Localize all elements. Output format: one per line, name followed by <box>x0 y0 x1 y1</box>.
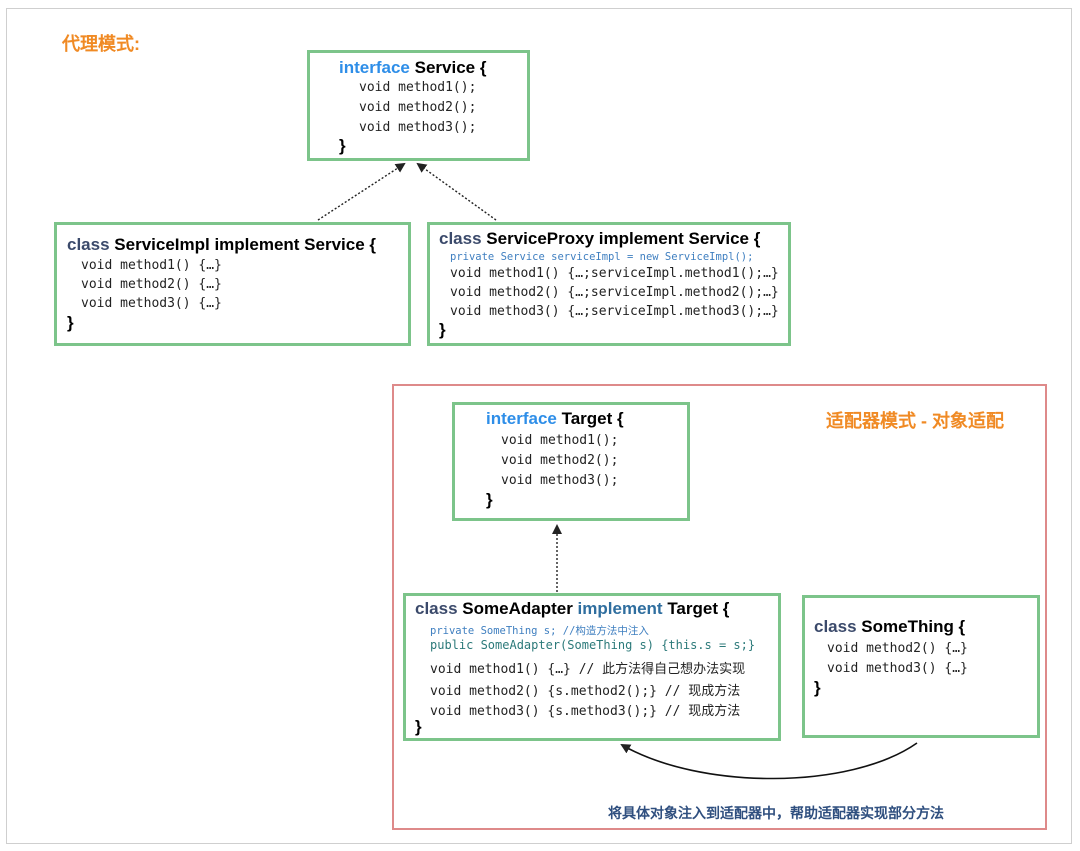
some-thing-method2: void method2() {…} <box>827 641 968 656</box>
class-keyword: class <box>814 617 857 636</box>
impl-to-service-arrow <box>317 162 406 221</box>
service-interface-close-brace: } <box>339 136 346 155</box>
some-thing-method3: void method3() {…} <box>827 661 968 676</box>
service-impl-close-brace: } <box>67 313 74 332</box>
some-adapter-close-brace: } <box>415 717 422 736</box>
service-impl-method2: void method2() {…} <box>81 277 222 292</box>
service-impl-name: ServiceImpl implement Service { <box>114 235 377 254</box>
injection-arrow <box>620 742 918 780</box>
service-interface-method1: void method1(); <box>359 80 477 95</box>
some-adapter-constructor: public SomeAdapter(SomeThing s) {this.s … <box>430 638 756 652</box>
service-proxy-method3: void method3() {…;serviceImpl.method3();… <box>450 304 779 319</box>
service-proxy-field: private Service serviceImpl = new Servic… <box>450 251 754 263</box>
service-impl-header: class ServiceImpl implement Service { <box>67 235 376 255</box>
some-adapter-name: SomeAdapter <box>462 599 573 618</box>
service-impl-box: class ServiceImpl implement Service { vo… <box>54 222 411 346</box>
some-adapter-method2: void method2() {s.method2();} // 现成方法 <box>430 684 741 699</box>
implement-keyword: implement <box>577 599 663 618</box>
service-interface-method3: void method3(); <box>359 120 477 135</box>
some-adapter-field: private SomeThing s; //构造方法中注入 <box>430 625 649 637</box>
service-proxy-method1: void method1() {…;serviceImpl.method1();… <box>450 266 779 281</box>
class-keyword: class <box>415 599 458 618</box>
target-interface-header: interface Target { <box>486 409 624 429</box>
service-proxy-method2: void method2() {…;serviceImpl.method2();… <box>450 285 779 300</box>
target-interface-close-brace: } <box>486 490 493 509</box>
class-keyword: class <box>67 235 110 254</box>
target-interface-method1: void method1(); <box>501 433 619 448</box>
service-proxy-close-brace: } <box>439 320 446 339</box>
target-interface-method3: void method3(); <box>501 473 619 488</box>
injection-note: 将具体对象注入到适配器中，帮助适配器实现部分方法 <box>608 805 944 821</box>
adapter-pattern-title: 适配器模式 - 对象适配 <box>826 411 1004 431</box>
some-thing-box: class SomeThing { void method2() {…} voi… <box>802 595 1040 738</box>
some-adapter-method3: void method3() {s.method3();} // 现成方法 <box>430 704 741 719</box>
some-adapter-box: class SomeAdapter implement Target { pri… <box>403 593 781 741</box>
service-interface-box: interface Service { void method1(); void… <box>307 50 530 161</box>
service-proxy-name: ServiceProxy implement Service { <box>486 229 761 248</box>
service-interface-header: interface Service { <box>339 58 486 78</box>
class-keyword: class <box>439 229 482 248</box>
some-adapter-target: Target { <box>667 599 730 618</box>
some-thing-name: SomeThing { <box>861 617 966 636</box>
service-interface-method2: void method2(); <box>359 100 477 115</box>
service-proxy-header: class ServiceProxy implement Service { <box>439 229 760 249</box>
interface-keyword: interface <box>486 409 557 428</box>
service-proxy-box: class ServiceProxy implement Service { p… <box>427 222 791 346</box>
target-interface-name: Target { <box>561 409 624 428</box>
some-adapter-header: class SomeAdapter implement Target { <box>415 599 729 619</box>
some-thing-close-brace: } <box>814 678 821 697</box>
adapter-pattern-region <box>392 384 1047 830</box>
target-interface-box: interface Target { void method1(); void … <box>452 402 690 521</box>
canvas-frame <box>6 8 1072 844</box>
proxy-to-service-arrow <box>416 162 497 221</box>
service-impl-method1: void method1() {…} <box>81 258 222 273</box>
target-interface-method2: void method2(); <box>501 453 619 468</box>
service-interface-name: Service { <box>414 58 487 77</box>
proxy-pattern-title: 代理模式: <box>62 34 140 54</box>
interface-keyword: interface <box>339 58 410 77</box>
service-impl-method3: void method3() {…} <box>81 296 222 311</box>
some-thing-header: class SomeThing { <box>814 617 965 637</box>
some-adapter-method1: void method1() {…} // 此方法得自己想办法实现 <box>430 662 746 677</box>
